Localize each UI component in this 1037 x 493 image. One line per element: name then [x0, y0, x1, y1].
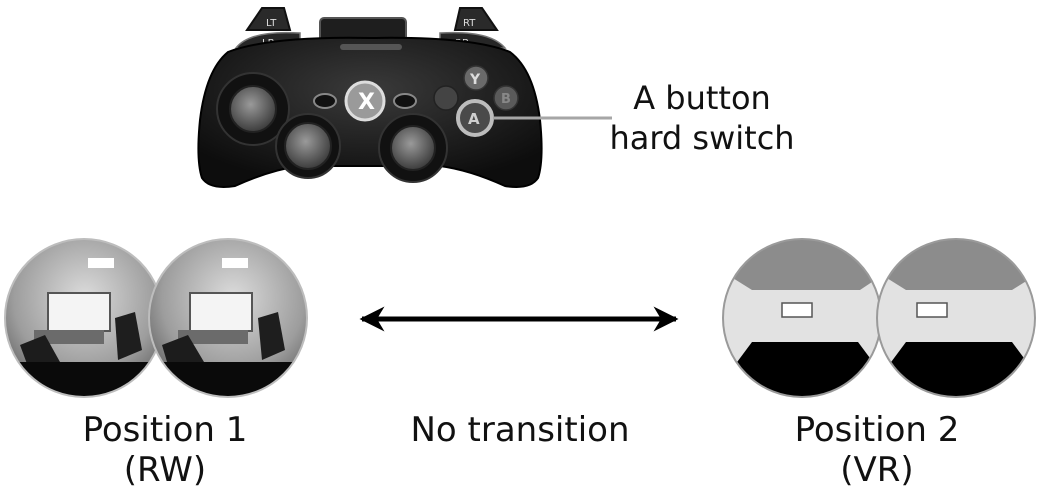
y-button	[463, 65, 489, 91]
back-button	[313, 93, 337, 109]
vr-stereo-view	[722, 238, 1036, 398]
left-stick	[229, 85, 277, 133]
position-1-title: Position 1	[82, 410, 248, 450]
a-button-label: A	[468, 110, 480, 128]
game-controller: LT RT LB RB X Y B A	[197, 7, 543, 188]
guide-slot	[340, 44, 402, 50]
rw-stereo-view	[4, 238, 308, 398]
position-2-mode: (VR)	[840, 450, 914, 490]
position-1-mode: (RW)	[123, 450, 207, 490]
a-button-highlight	[456, 99, 494, 137]
rt-label: RT	[463, 18, 476, 29]
x-button	[433, 85, 459, 111]
callout-line-2: hard switch	[609, 119, 795, 157]
guide-x-icon: X	[358, 90, 375, 115]
start-button	[393, 93, 417, 109]
y-button-label: Y	[469, 72, 481, 88]
position-2-label: Position 2 (VR)	[752, 410, 1002, 490]
right-trigger	[453, 7, 499, 31]
no-transition-label: No transition	[410, 410, 630, 450]
lt-label: LT	[266, 18, 277, 29]
dpad	[284, 122, 332, 170]
right-stick	[390, 125, 436, 171]
b-button-label: B	[501, 92, 511, 107]
position-1-label: Position 1 (RW)	[40, 410, 290, 490]
b-button	[493, 85, 519, 111]
left-trigger	[245, 7, 292, 31]
rw-right-lens	[149, 239, 307, 397]
callout-line-1: A button	[633, 79, 771, 117]
position-2-title: Position 2	[794, 410, 960, 450]
guide-button	[344, 80, 386, 122]
callout-label: A button hard switch	[604, 78, 800, 158]
